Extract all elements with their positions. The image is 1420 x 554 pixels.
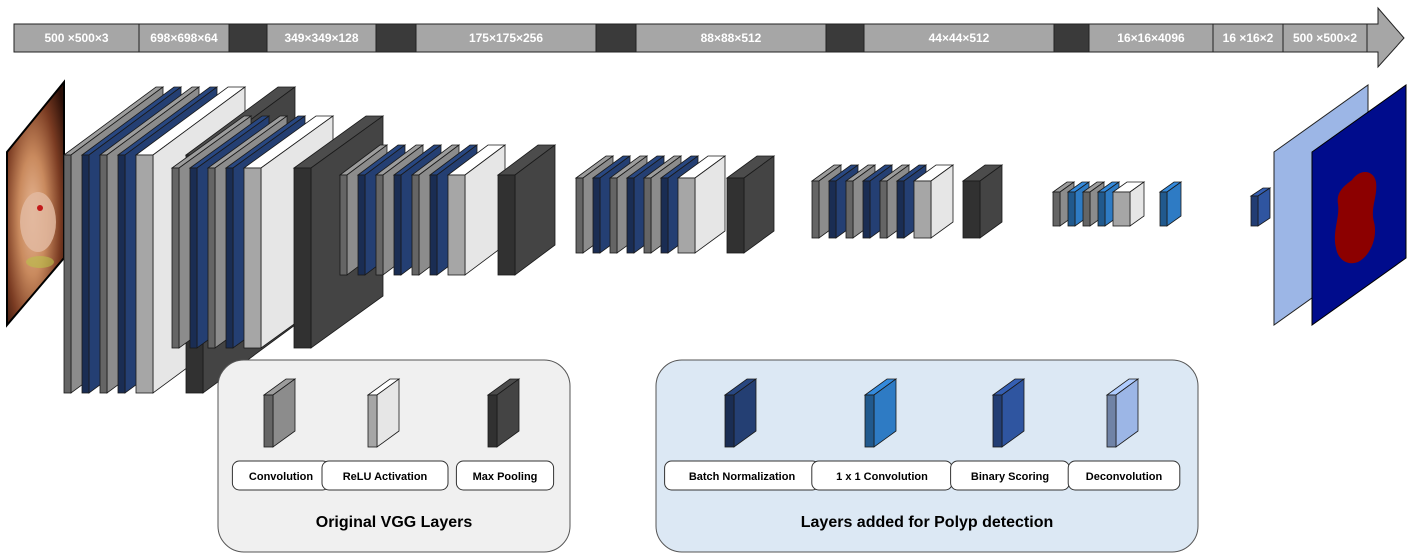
relu-layer: [1111, 181, 1146, 227]
legend-label: Batch Normalization: [689, 471, 796, 483]
legend-label-box: [321, 460, 449, 491]
maxpool-layer: [496, 144, 557, 276]
relu-layer: [446, 144, 507, 276]
conv1x1-legend-icon: [863, 378, 898, 448]
dimension-label: 349×349×128: [284, 31, 358, 45]
legend-label: Deconvolution: [1086, 471, 1163, 483]
deconvolution-legend-icon: [1105, 378, 1140, 448]
dimension-bar-segment: [635, 23, 827, 53]
dimension-bar-segment: [1282, 23, 1368, 53]
arrow-head: [1366, 6, 1405, 69]
legend-label: 1 x 1 Convolution: [836, 471, 928, 483]
legend-label: ReLU Activation: [343, 471, 428, 483]
relu-layer: [676, 155, 727, 254]
maxpool-legend-icon: [486, 378, 521, 448]
dimension-label: 16 ×16×2: [1223, 31, 1274, 45]
legend-label: Max Pooling: [473, 471, 538, 483]
dimension-bar-segment: [228, 23, 268, 53]
relu-legend-icon: [366, 378, 401, 448]
maxpool-layer: [961, 164, 1004, 239]
legend-polyp: Batch Normalization 1 x 1 Convolution Bina…: [655, 359, 1199, 553]
relu-layer: [912, 164, 955, 239]
dimension-label: 16×16×4096: [1117, 31, 1185, 45]
dimension-label: 500 ×500×2: [1293, 31, 1357, 45]
binary-scoring-layer: [1249, 187, 1272, 227]
dimension-bar-segment: [825, 23, 865, 53]
legend-vgg: Convolution ReLU Activation Max Pooling Or…: [217, 359, 571, 553]
binary_scoring-legend-icon: [991, 378, 1026, 448]
dimension-label: 175×175×256: [469, 31, 543, 45]
dimension-bar-segment: [863, 23, 1055, 53]
conv1x1-layer: [1158, 181, 1183, 227]
dimension-bar-segment: [1053, 23, 1090, 53]
batchnorm-legend-icon: [723, 378, 758, 448]
dimension-label: 44×44×512: [929, 31, 990, 45]
input-endoscopy-image: [6, 79, 65, 328]
convolution-legend-icon: [262, 378, 297, 448]
dimension-label: 88×88×512: [701, 31, 762, 45]
legend-label-box: [1067, 460, 1181, 491]
maxpool-layer: [725, 155, 776, 254]
dimension-bar-segment: [1088, 23, 1214, 53]
polyp-mask: [1334, 171, 1377, 264]
dimension-bar-segment: [595, 23, 637, 53]
legend-label-box: [455, 460, 555, 491]
output-segmentation-map: [1311, 84, 1407, 326]
legend-polyp-title: Layers added for Polyp detection: [801, 514, 1054, 531]
dimension-label: 698×698×64: [150, 31, 218, 45]
dimension-bar-segment: [138, 23, 230, 53]
dimension-bar-segment: [375, 23, 417, 53]
network-layers: [62, 86, 1272, 394]
legend-label: Convolution: [249, 471, 313, 483]
dimension-bar-segment: [13, 23, 140, 53]
dimension-label: 500 ×500×3: [44, 31, 108, 45]
dimension-bar-segment: [266, 23, 377, 53]
legend-label: Binary Scoring: [971, 471, 1049, 483]
dimension-bar-segment: [1212, 23, 1284, 53]
dimension-bar: 500 ×500×3 698×698×64 349×349×128 175×175×2…: [13, 6, 1405, 69]
legend-vgg-title: Original VGG Layers: [316, 514, 473, 531]
